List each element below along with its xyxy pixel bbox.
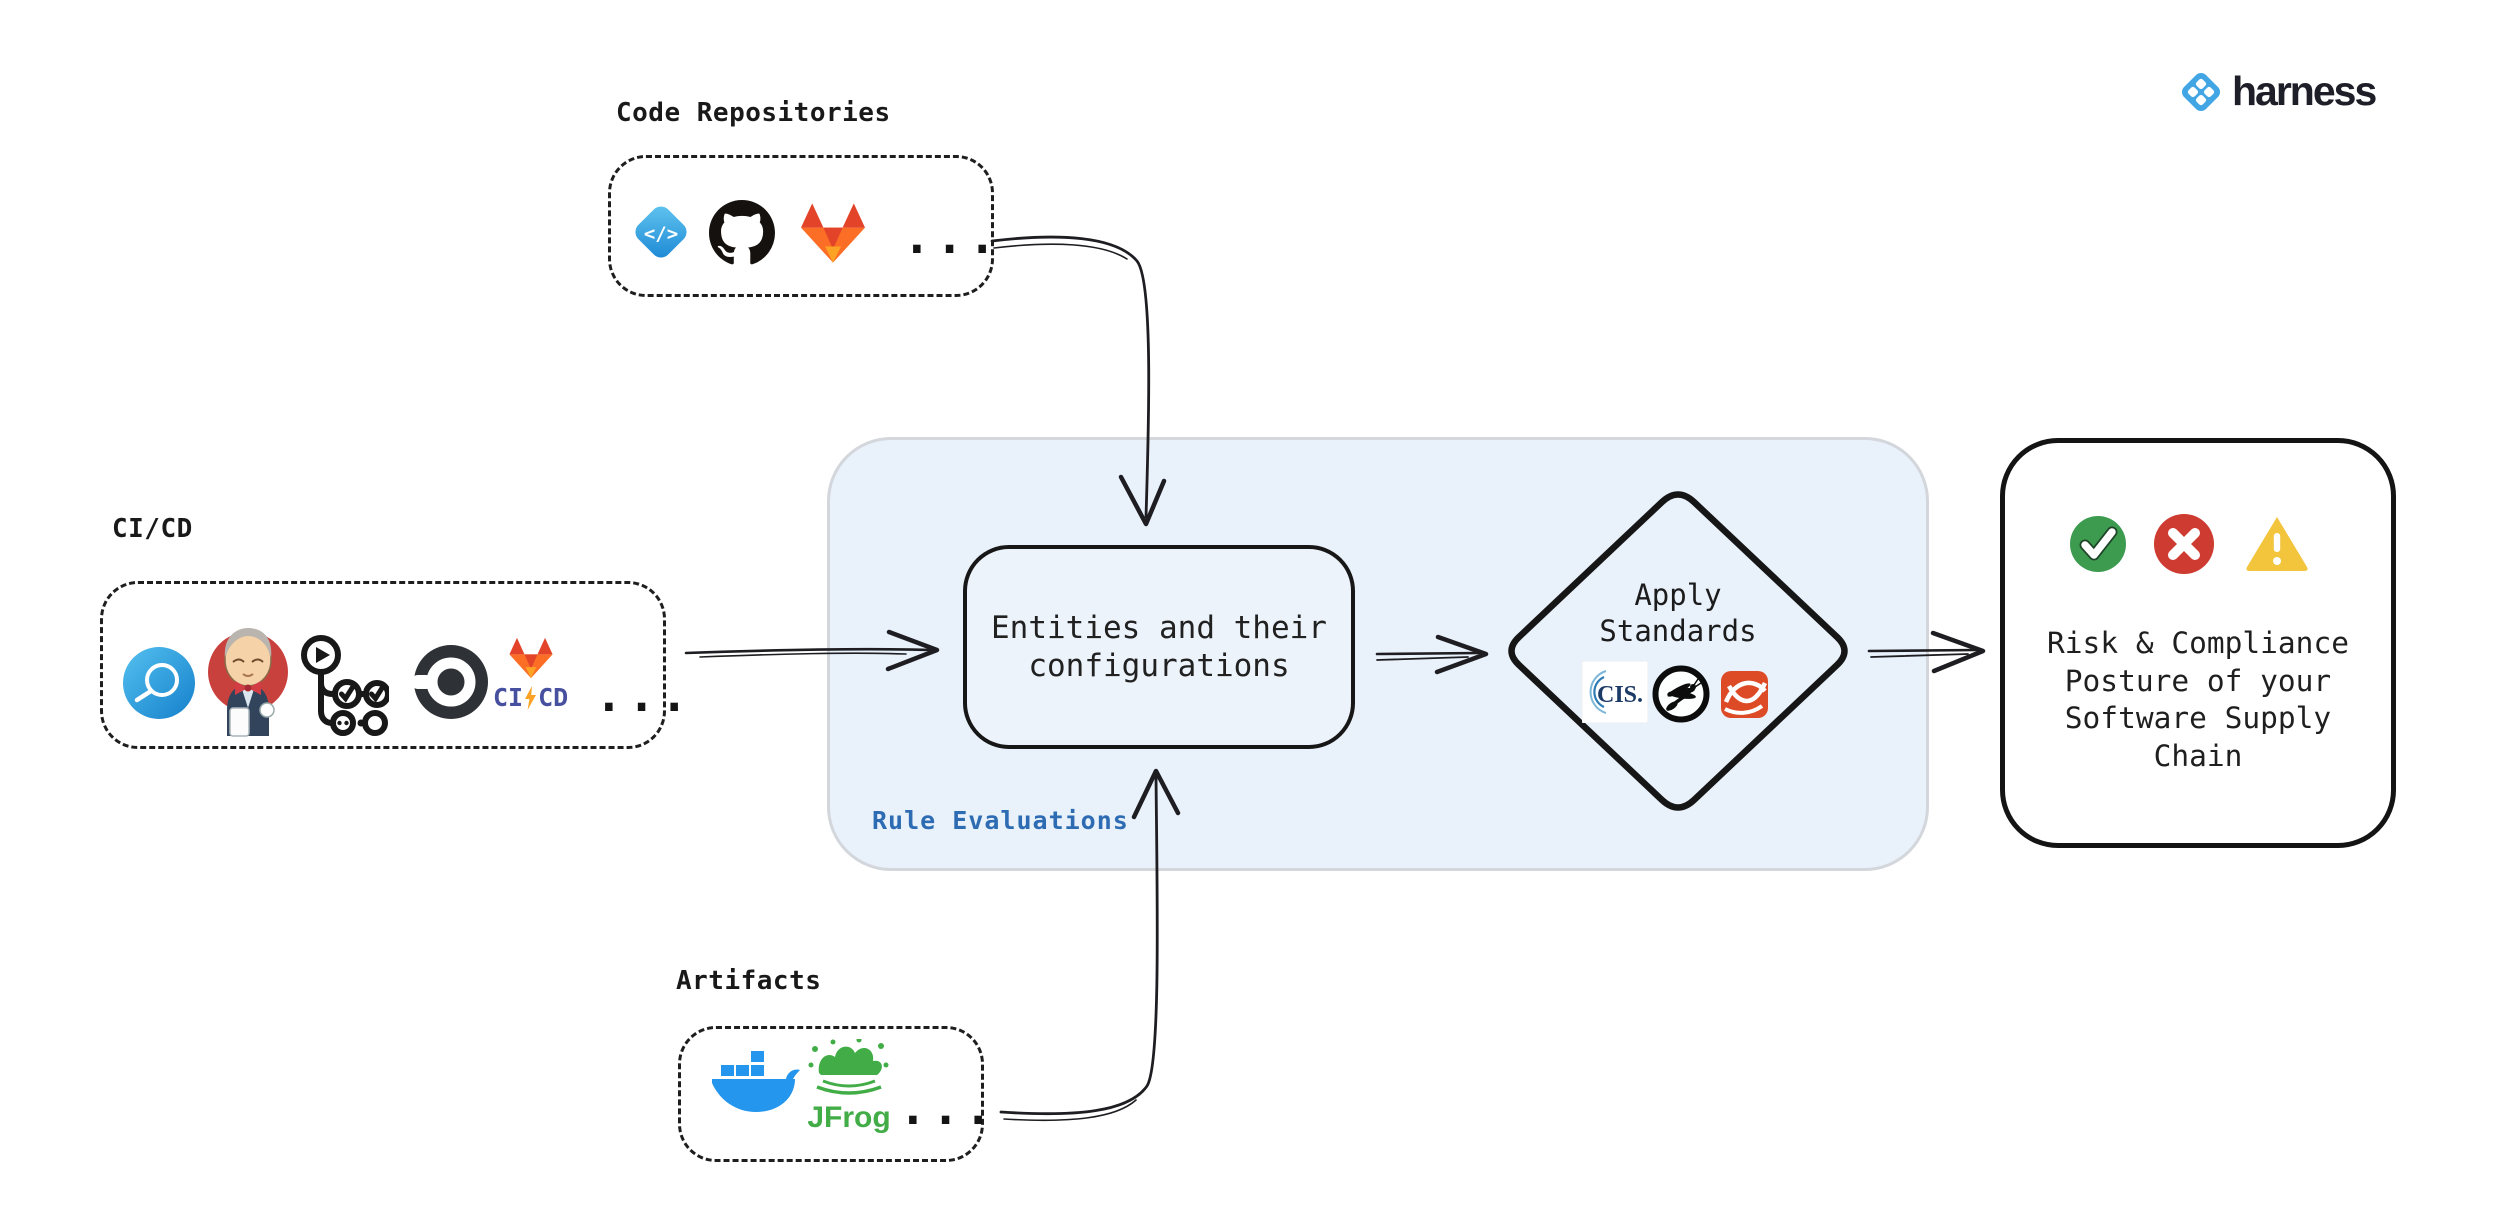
gitlab-ci-text: CI (493, 683, 524, 712)
cis-icon: CIS. (1582, 661, 1648, 723)
rule-evaluations-label: Rule Evaluations (872, 806, 1129, 835)
lightning-bolt-icon (525, 685, 537, 710)
cis-wordmark: CIS. (1597, 682, 1643, 708)
more-icons-ellipsis: ... (595, 668, 694, 722)
github-icon (709, 200, 775, 265)
apply-standards-text: Apply Standards (1599, 578, 1757, 648)
docker-icon (712, 1051, 800, 1112)
svg-text:</>: </> (644, 223, 678, 245)
cicd-box: CI CD ... (100, 581, 688, 749)
warning-icon (2246, 517, 2308, 571)
entities-node: Entities and their configurations (963, 545, 1355, 749)
more-icons-ellipsis: ... (903, 210, 1002, 264)
check-icon (2070, 516, 2126, 572)
artifacts-box: JFrog ... (678, 1026, 992, 1162)
code-repositories-label: Code Repositories (616, 98, 891, 128)
gitlab-cicd-icon: CI CD (493, 637, 568, 710)
harness-ci-icon (123, 647, 195, 719)
owasp-icon (1652, 665, 1710, 723)
outcome-node: Risk & Compliance Posture of your Softwa… (2000, 438, 2396, 848)
gitlab-cicd-badge: CI CD (493, 685, 568, 710)
harness-logo-icon (2181, 72, 2221, 111)
more-icons-ellipsis: ... (899, 1081, 998, 1135)
code-repositories-box: </> ... (608, 155, 996, 297)
ribbon-standard-icon (1721, 671, 1768, 718)
jfrog-wordmark: JFrog (807, 1101, 890, 1134)
jfrog-icon: JFrog (807, 1039, 891, 1134)
github-actions-icon (301, 635, 389, 736)
outcome-text: Risk & Compliance Posture of your Softwa… (2047, 626, 2349, 773)
gitlab-icon (793, 202, 873, 264)
gitlab-cd-text: CD (538, 683, 569, 712)
cicd-label: CI/CD (112, 514, 193, 544)
harness-brand: harness (2178, 68, 2377, 115)
artifacts-label: Artifacts (676, 966, 822, 996)
cross-icon (2154, 514, 2214, 574)
harness-code-icon: </> (635, 206, 687, 258)
apply-standards-diamond (1508, 491, 1848, 811)
harness-wordmark: harness (2232, 68, 2377, 114)
gitlab-tanuki-icon (504, 637, 558, 679)
jenkins-icon (208, 628, 288, 737)
circleci-icon (413, 645, 488, 719)
